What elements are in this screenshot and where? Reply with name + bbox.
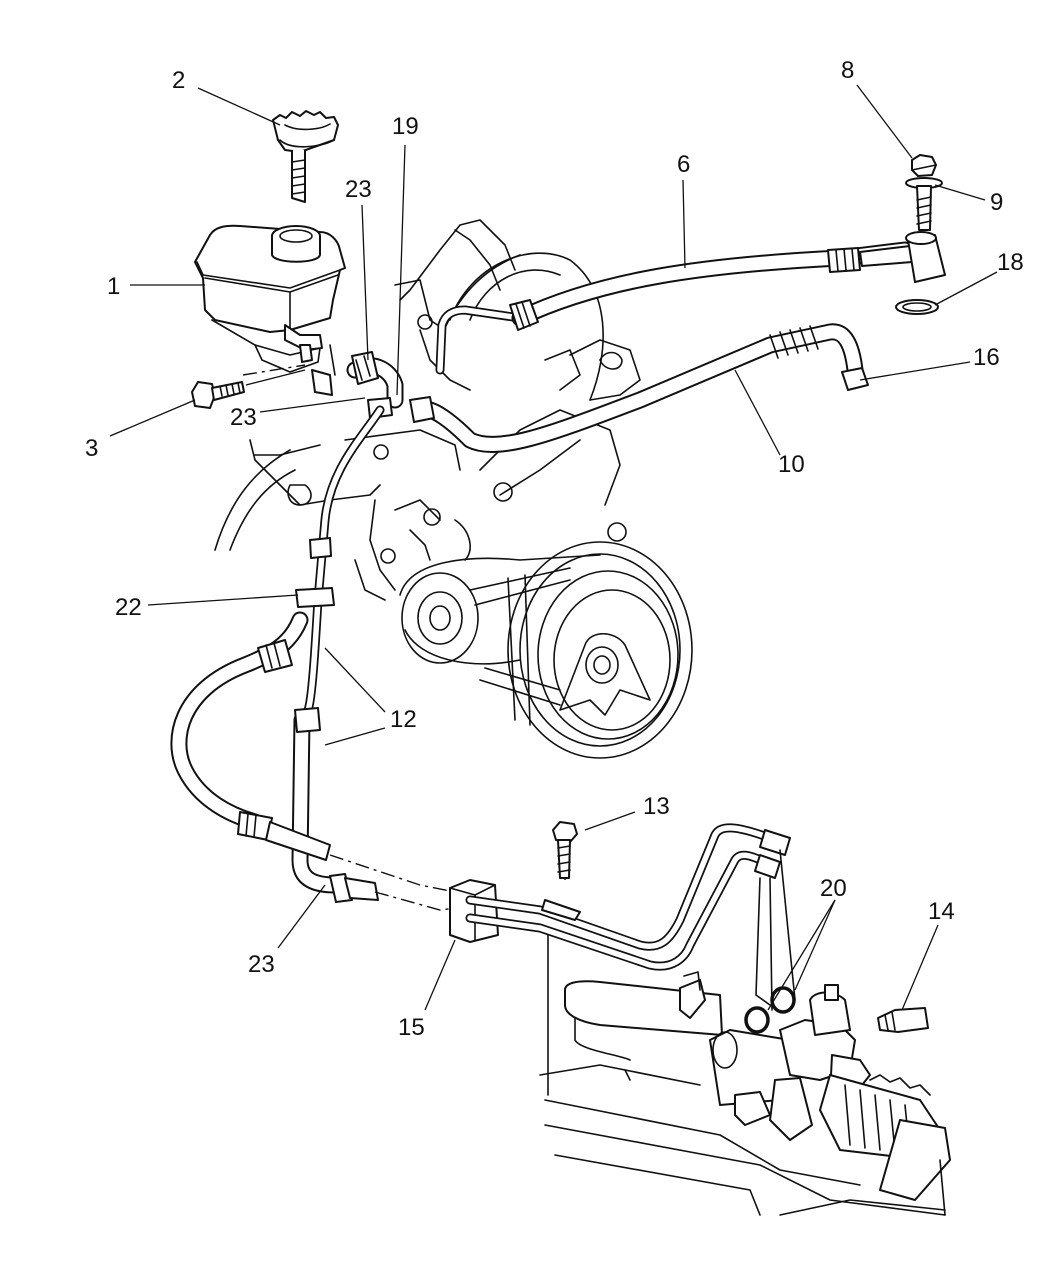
- callout-22: 22: [115, 594, 142, 621]
- o-rings: [744, 986, 796, 1034]
- callout-23-top: 23: [345, 176, 372, 203]
- reservoir-cap: [272, 110, 339, 203]
- pressure-hose: [435, 241, 914, 375]
- leader-lines: [109, 84, 998, 1011]
- mounting-bolt: [191, 369, 306, 409]
- callout-15: 15: [398, 1014, 425, 1041]
- pressure-line-loop: [170, 611, 331, 861]
- callout-23-bottom: 23: [248, 951, 275, 978]
- steering-gear: [547, 934, 951, 1201]
- callout-9: 9: [990, 189, 1003, 216]
- fluid-reservoir: [194, 224, 346, 396]
- callout-20: 20: [820, 875, 847, 902]
- callout-labels: 1 2 3 6 8 9 10 12 13 14 15 16 18 19 20 2…: [85, 57, 1024, 1041]
- engine-block: [214, 219, 627, 601]
- clamp-bolt: [552, 821, 578, 879]
- callout-14: 14: [928, 898, 955, 925]
- callout-23-middle: 23: [230, 404, 257, 431]
- banjo-fitting: [895, 154, 946, 315]
- line-clamp: [449, 879, 499, 943]
- pressure-switch: [877, 1007, 929, 1033]
- callout-1: 1: [107, 273, 120, 300]
- callout-18: 18: [997, 249, 1024, 276]
- steel-pressure-lines: [465, 823, 796, 1011]
- power-steering-pump-pulley: [399, 541, 693, 759]
- callout-8: 8: [841, 57, 854, 84]
- callout-3: 3: [85, 435, 98, 462]
- callout-16: 16: [973, 344, 1000, 371]
- callout-2: 2: [172, 67, 185, 94]
- supply-hose-elbow: [346, 351, 404, 419]
- callout-12: 12: [390, 706, 417, 733]
- crossmember: [539, 1064, 946, 1216]
- callout-19: 19: [392, 113, 419, 140]
- long-return-hose: [291, 405, 385, 903]
- return-hose: [409, 323, 869, 453]
- callout-10: 10: [778, 451, 805, 478]
- callout-13: 13: [643, 793, 670, 820]
- callout-6: 6: [677, 151, 690, 178]
